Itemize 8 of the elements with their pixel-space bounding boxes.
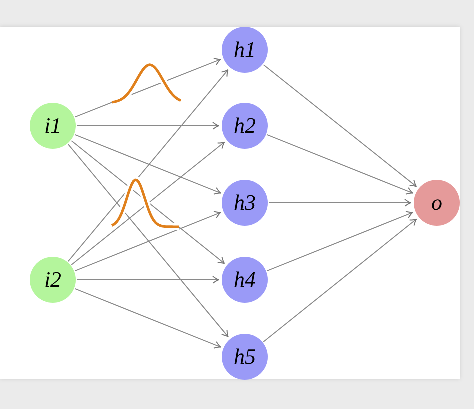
node-label: h2 (234, 113, 256, 139)
node-label: h3 (234, 190, 256, 216)
node-label: i2 (44, 267, 62, 293)
node-label: h1 (234, 37, 256, 63)
node-label: o (432, 190, 442, 216)
node-label: i1 (44, 113, 62, 139)
node-label: h4 (234, 267, 256, 293)
node-label: h5 (234, 344, 256, 370)
